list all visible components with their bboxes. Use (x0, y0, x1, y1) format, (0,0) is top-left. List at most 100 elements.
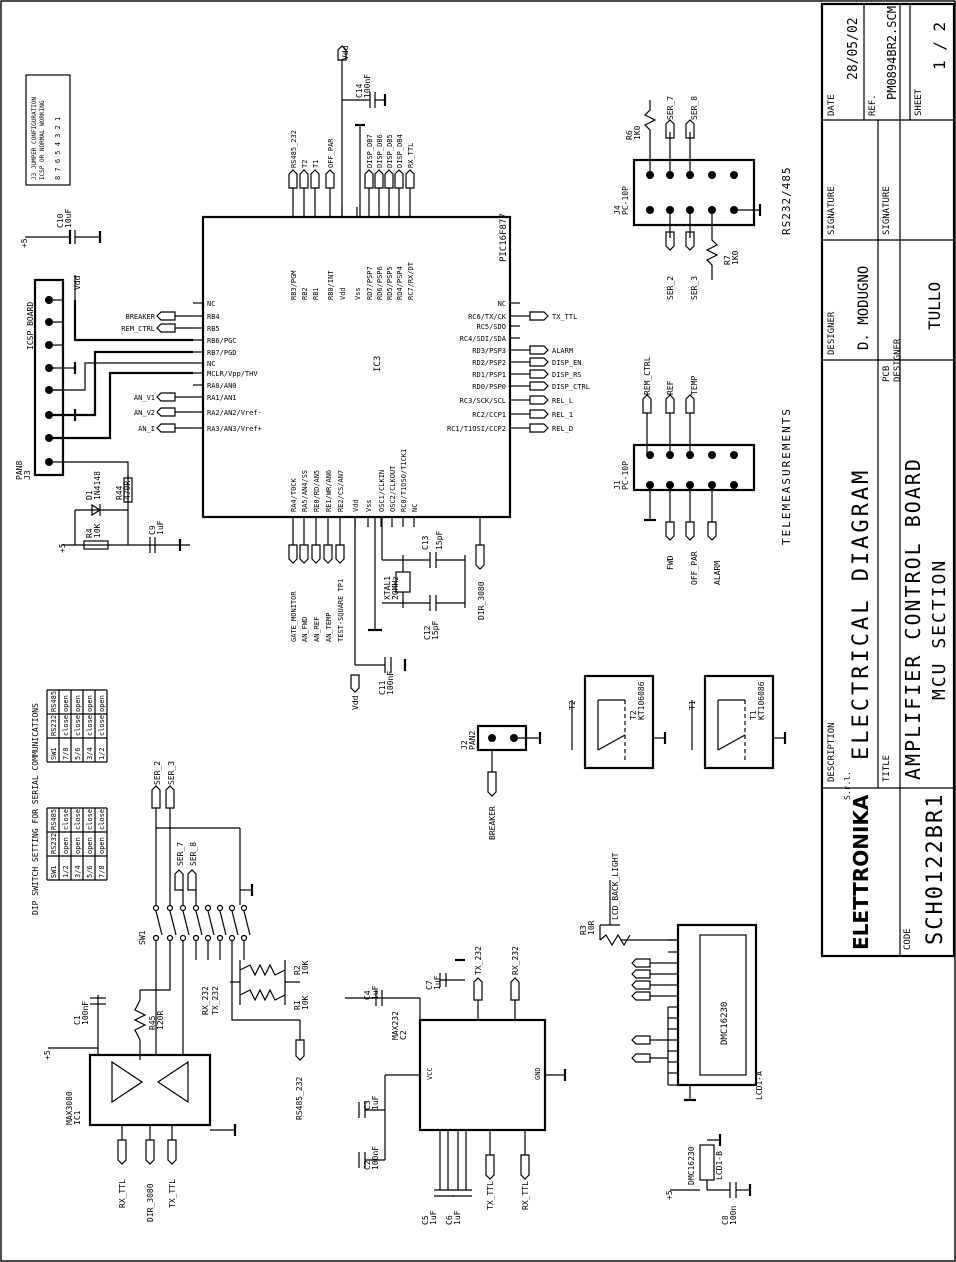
j1-pin (708, 451, 716, 459)
mcu-bottom-pins (292, 517, 415, 527)
company-logo: ELETTRONIKA (849, 794, 873, 950)
mcu-pin-label: RC4/SDI/SDA (460, 335, 507, 343)
c14-ref: C14 (355, 83, 364, 98)
net-port (665, 394, 675, 414)
r1-r2-resistors: RS485_232 R2 10K R1 10K RX_232 TX_232 (201, 960, 310, 1120)
c4-ref: C4 (363, 990, 372, 1000)
net-port (529, 381, 549, 391)
dip-table-cell: close (98, 809, 106, 830)
mcu-pin-label: RC6/TX/CK (468, 313, 507, 321)
net-label: AN_REF (313, 617, 321, 642)
r2-ref: R2 (293, 965, 302, 975)
sw1-contact (192, 934, 200, 942)
sheet-label: SHEET (914, 88, 924, 116)
dip-table-cell: open (62, 837, 70, 854)
j1-pin (730, 481, 738, 489)
mcu-left-pins: RA3/AN3/Vref+RA2/AN2/Vref-RA1/AN1RA0/AN0… (193, 300, 262, 433)
pcb-label: PCB (882, 366, 892, 382)
j4-pin (708, 171, 716, 179)
r7-resistor (705, 210, 719, 280)
ser-table-cell: open (86, 695, 94, 712)
mcu-pin-label: NC (207, 360, 215, 368)
rx-232-net-sw: RX_232 (201, 986, 210, 1015)
c9-ref: C9 (148, 525, 157, 535)
mcu-pin-label: RD1/PSP1 (472, 371, 506, 379)
net-label: OFF_PAR (327, 138, 335, 168)
xtal-value: 20MHz (391, 576, 400, 600)
net-label: T1 (312, 160, 320, 168)
j4-type: PC-10P (621, 186, 630, 215)
max232-vcc-pin: VCC (426, 1067, 434, 1080)
net-port (529, 369, 549, 379)
net-label: TX_TTL (552, 313, 577, 321)
net-port (323, 544, 333, 564)
net-port (374, 169, 384, 189)
mcu-pin-label: Vss (365, 499, 373, 512)
net-label: AN_V1 (134, 394, 155, 402)
lcd-back-light-net: LCD_BACK_LIGHT (611, 852, 620, 920)
r1-ref: R1 (293, 1000, 302, 1010)
ser-table-header: SW1 (50, 747, 58, 760)
mcu-pin-label: RA4/T0CK (290, 477, 298, 512)
c7-value: 1uF (433, 975, 442, 990)
ser-table-cell: close (86, 715, 94, 736)
mcu-ic3: IC3 PIC16F877 RA3/AN3/Vref+RA2/AN2/Vref-… (193, 207, 520, 527)
r2-value: 10K (301, 960, 310, 975)
net-port (310, 169, 320, 189)
j3-pin (45, 386, 53, 394)
sw1-contact (228, 904, 236, 912)
net-label: REL_1 (552, 411, 573, 419)
ref-value: PM0894BR2.SCM (885, 6, 899, 100)
net-label: RS485_232 (290, 130, 298, 168)
dip-table-header: SW1 (50, 865, 58, 878)
r3-value: 10R (587, 920, 596, 935)
net-label: AN_V2 (134, 409, 155, 417)
mcu-ref: IC3 (373, 356, 383, 372)
breaker-net: BREAKER (488, 806, 497, 840)
r45-value: 120R (156, 1011, 165, 1030)
pan2-label: PAN2 (468, 731, 477, 750)
net-label: DISP_CTRL (552, 383, 590, 391)
sw1-contact (192, 904, 200, 912)
net-port (665, 119, 675, 139)
sw1-dip-switch: SW1 SER_2 SER_3 SER_7 SER_8 (138, 761, 300, 1055)
j1-type: PC-10P (621, 461, 630, 490)
d1-ref: D1 (85, 490, 94, 500)
net-label: BREAKER (125, 313, 155, 321)
sw1-lever (182, 910, 190, 936)
sw1-lever (219, 910, 227, 936)
mcu-pin-label: RA3/AN3/Vref+ (207, 425, 262, 433)
j3-pin (45, 434, 53, 442)
ser-table-header: RS485 (50, 691, 58, 712)
designer-label-2: DESIGNER (893, 338, 903, 382)
sw1-contact (216, 934, 224, 942)
net-port (529, 357, 549, 367)
r6-resistor (643, 100, 657, 175)
ser-table-cell: close (98, 715, 106, 736)
net-port (156, 423, 176, 433)
sw1-contact (240, 904, 248, 912)
sw1-ref: SW1 (138, 930, 147, 945)
j4-ref: J4 (613, 205, 622, 215)
j3-jumper-note: J3 JUMPER CONFIGURATION ICSP OR NORMAL W… (25, 74, 71, 186)
net-label: REL_L (552, 397, 573, 405)
j3-pin (45, 296, 53, 304)
ser7-net-sw: SER_7 (176, 842, 185, 866)
c12-value: 15pF (431, 621, 440, 640)
reset-circuit: +5 R4 10K D1 1N4148 R44 470R C9 1uF (58, 471, 190, 553)
j3-ref: J3 (23, 470, 32, 480)
c5-ref: C5 (421, 1215, 430, 1225)
c14-capacitor: Vdd C14 100nF (337, 45, 387, 217)
mcu-pin-label: RC7/RX/DT (407, 261, 415, 300)
net-line (50, 371, 193, 440)
ser-table-cell: 5/6 (74, 747, 82, 760)
plus5-label-ic1: +5 (43, 1050, 52, 1060)
mcu-pin-label: RC2/CCP1 (472, 411, 506, 419)
c14-value: 100nF (363, 74, 372, 98)
pan8-label: PAN8 (15, 461, 24, 480)
ser2-net-sw: SER_2 (153, 761, 162, 785)
c5-value: 1uF (429, 1210, 438, 1225)
ic1-ref: IC1 (73, 1110, 82, 1125)
dip-table-header: RS232 (50, 833, 58, 854)
t1-ref: T1 (749, 710, 758, 720)
